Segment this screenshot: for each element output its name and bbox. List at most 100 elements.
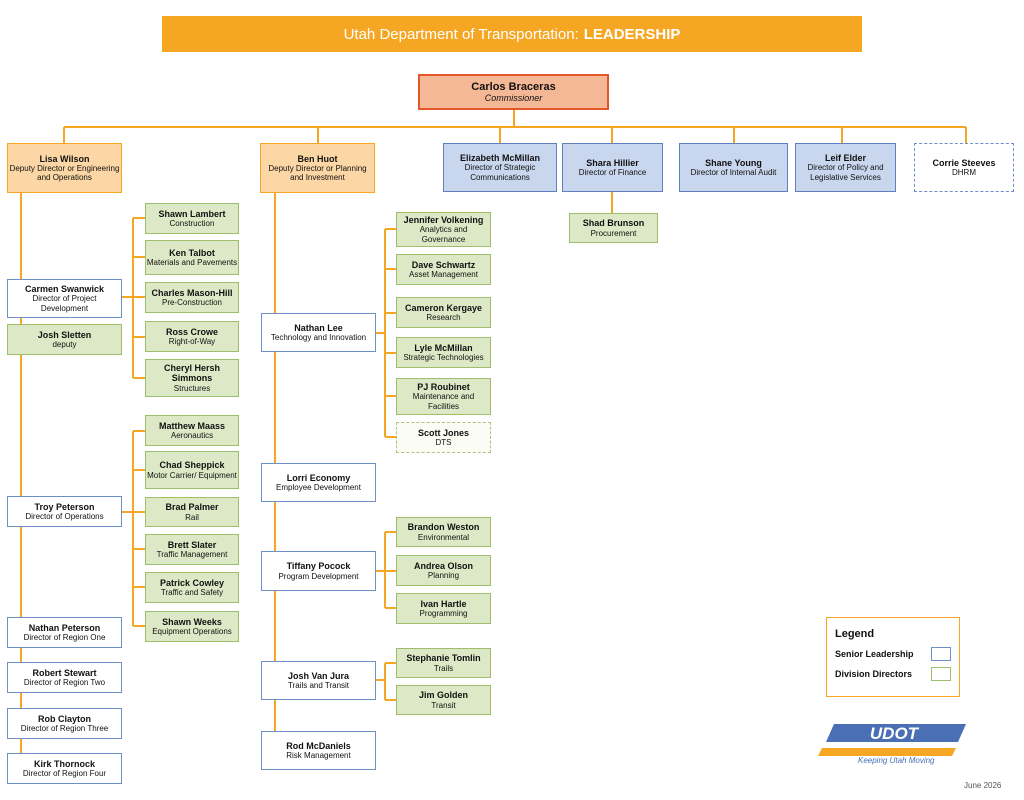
director-name: Tiffany Pocock	[286, 561, 351, 572]
division-name: Lyle McMillan	[414, 342, 473, 353]
director-title: Director of Policy and Legislative Servi…	[807, 163, 884, 182]
division-name: Ken Talbot	[169, 247, 215, 258]
legend-division-row: Division Directors	[835, 667, 951, 681]
director-name: Robert Stewart	[32, 667, 97, 678]
division-traffic-management-box: Brett Slater Traffic Management	[145, 534, 239, 565]
director-name: Corrie Steeves	[932, 157, 996, 168]
dhrm-box: Corrie Steeves DHRM	[914, 143, 1014, 192]
procurement-box: Shad Brunson Procurement	[569, 213, 658, 243]
director-region-one-box: Nathan Peterson Director of Region One	[7, 617, 122, 648]
division-title: Materials and Pavements	[146, 258, 238, 268]
director-title: Director of Region Four	[22, 769, 107, 779]
division-title: Traffic Management	[156, 550, 228, 560]
director-project-development-box: Carmen Swanwick Director of Project Deve…	[7, 279, 122, 318]
logo-swoosh-top	[826, 724, 966, 742]
title-prefix: Utah Department of Transportation:	[343, 25, 579, 43]
director-name: Rod McDaniels	[286, 740, 351, 751]
division-transit-box: Jim Golden Transit	[396, 685, 491, 715]
director-title: Director of Region One	[23, 633, 106, 643]
division-name: Chad Sheppick	[159, 460, 225, 471]
director-trails-transit-box: Josh Van Jura Trails and Transit	[261, 661, 376, 700]
division-materials-box: Ken Talbot Materials and Pavements	[145, 240, 239, 275]
division-title: Trails	[433, 663, 454, 673]
division-name: Andrea Olson	[413, 560, 473, 571]
division-equipment-operations-box: Shawn Weeks Equipment Operations	[145, 611, 239, 642]
division-name: Cameron Kergaye	[404, 302, 483, 313]
division-motor-carrier-box: Chad Sheppick Motor Carrier/ Equipment	[145, 451, 239, 489]
division-name: Brandon Weston	[407, 522, 480, 533]
division-title: Analytics and Governance	[419, 225, 468, 244]
division-title: Equipment Operations	[152, 627, 232, 637]
director-name: Troy Peterson	[34, 501, 95, 512]
legend-division-swatch	[931, 667, 951, 681]
director-name: Lorri Economy	[286, 472, 351, 483]
director-policy-box: Leif Elder Director of Policy and Legisl…	[795, 143, 896, 192]
division-name: PJ Roubinet	[417, 382, 470, 393]
division-maintenance-box: PJ Roubinet Maintenance and Facilities	[396, 378, 491, 415]
director-name: Leif Elder	[824, 153, 866, 164]
director-region-four-box: Kirk Thornock Director of Region Four	[7, 753, 122, 784]
division-name: Jennifer Volkening	[403, 215, 484, 226]
director-communications-box: Elizabeth McMillan Director of Strategic…	[443, 143, 557, 192]
division-title: Environmental	[417, 532, 470, 542]
division-name: Shad Brunson	[582, 218, 645, 229]
director-title: Trails and Transit	[287, 681, 350, 691]
director-name: Josh Van Jura	[287, 670, 350, 681]
udot-logo: UDOT	[818, 724, 966, 756]
division-title: Aeronautics	[170, 431, 214, 441]
title-bold: LEADERSHIP	[583, 25, 681, 43]
footer-date: June 2026	[964, 781, 1002, 790]
director-region-three-box: Rob Clayton Director of Region Three	[7, 708, 122, 739]
commissioner-title: Commissioner	[484, 93, 543, 104]
division-research-box: Cameron Kergaye Research	[396, 297, 491, 328]
division-title: Programming	[419, 609, 468, 619]
division-planning-box: Andrea Olson Planning	[396, 555, 491, 586]
division-name: Brett Slater	[167, 539, 217, 550]
division-name: Patrick Cowley	[159, 577, 225, 588]
director-title: Director of Operations	[25, 512, 104, 522]
division-asset-management-box: Dave Schwartz Asset Management	[396, 254, 491, 285]
director-name: Shara Hillier	[586, 157, 639, 168]
division-aeronautics-box: Matthew Maass Aeronautics	[145, 415, 239, 446]
division-name: Ivan Hartle	[420, 598, 467, 609]
division-title: Rail	[185, 512, 199, 522]
division-title: Construction	[169, 219, 215, 229]
division-structures-box: Cheryl Hersh Simmons Structures	[145, 359, 239, 397]
deputy-name: Lisa Wilson	[39, 153, 90, 164]
division-title: Procurement	[590, 228, 637, 238]
director-name: Elizabeth McMillan	[459, 153, 540, 164]
director-name: Nathan Peterson	[28, 622, 101, 633]
division-name: Matthew Maass	[158, 420, 226, 431]
deputy-planning-box: Ben Huot Deputy Director or Planning and…	[260, 143, 375, 193]
division-name: Stephanie Tomlin	[406, 653, 481, 664]
director-name: Shane Young	[705, 157, 762, 168]
division-title: Right-of-Way	[168, 337, 216, 347]
division-preconstruction-box: Charles Mason-Hill Pre-Construction	[145, 282, 239, 313]
director-title: Director of Internal Audit	[690, 168, 777, 178]
director-name: Carmen Swanwick	[24, 284, 105, 295]
division-name: Jim Golden	[418, 690, 468, 701]
legend: Legend Senior Leadership Division Direct…	[826, 617, 960, 697]
director-name: Nathan Lee	[294, 322, 343, 333]
division-rail-box: Brad Palmer Rail	[145, 497, 239, 527]
division-title: Traffic and Safety	[160, 588, 224, 598]
division-traffic-safety-box: Patrick Cowley Traffic and Safety	[145, 572, 239, 603]
legend-senior-row: Senior Leadership	[835, 647, 951, 661]
division-name: Ross Crowe	[165, 326, 218, 337]
division-title: Maintenance and Facilities	[412, 392, 475, 411]
director-title: Director of Region Two	[23, 678, 106, 688]
division-dts-box: Scott Jones DTS	[396, 422, 491, 453]
legend-division-label: Division Directors	[835, 669, 913, 679]
deputy-title: Deputy Director or Planning and Investme…	[268, 163, 367, 183]
director-title: Technology and Innovation	[270, 333, 367, 343]
division-title: DTS	[435, 438, 452, 448]
director-name: Josh Sletten	[37, 329, 92, 340]
division-name: Dave Schwartz	[411, 259, 476, 270]
director-name: Rob Clayton	[38, 713, 91, 724]
division-name: Cheryl Hersh Simmons	[163, 363, 221, 384]
director-audit-box: Shane Young Director of Internal Audit	[679, 143, 788, 192]
legend-senior-swatch	[931, 647, 951, 661]
director-title: Director of Strategic Communications	[464, 163, 536, 182]
division-programming-box: Ivan Hartle Programming	[396, 593, 491, 624]
division-title: Asset Management	[409, 270, 478, 280]
